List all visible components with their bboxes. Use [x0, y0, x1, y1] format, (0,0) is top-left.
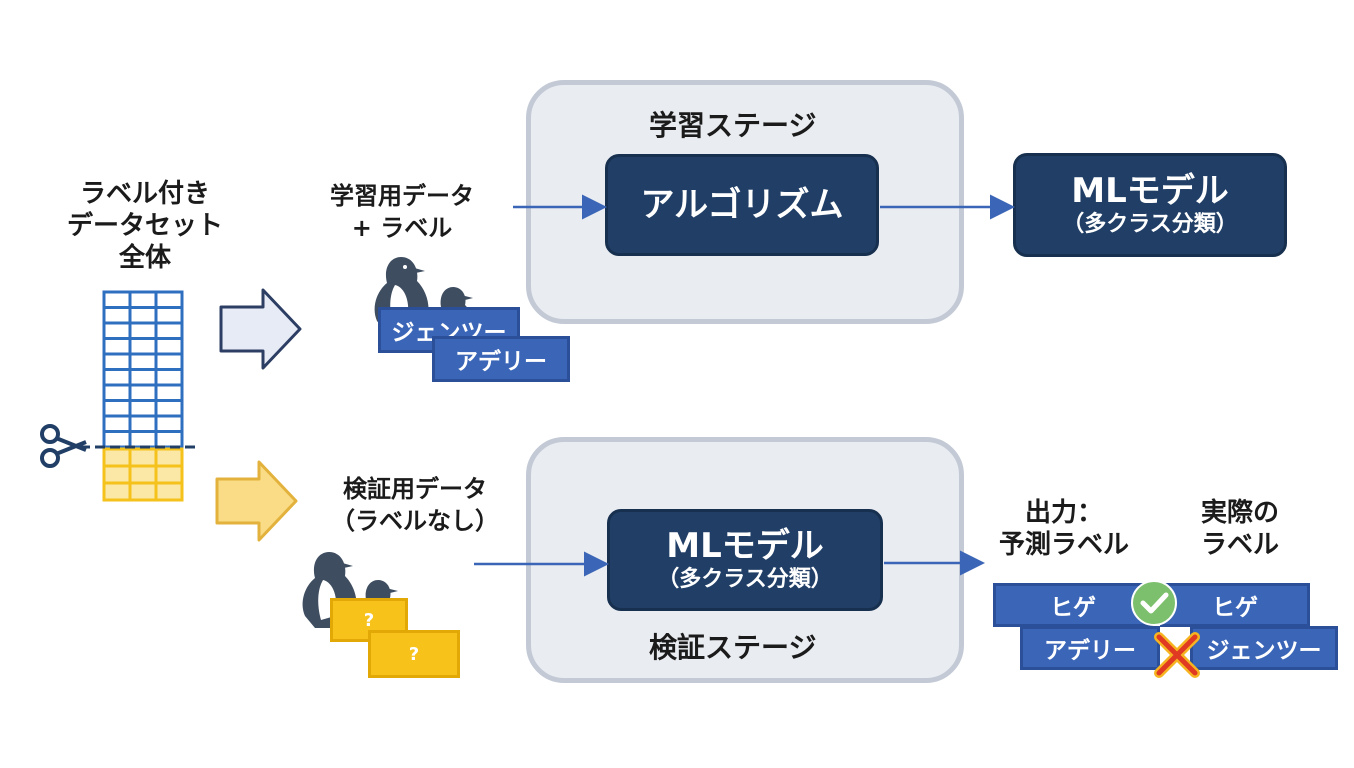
- train-data-label: 学習用データ + ラベル: [312, 180, 492, 244]
- validation-model-sub: （多クラス分類）: [657, 567, 833, 592]
- algorithm-box: アルゴリズム: [605, 154, 879, 256]
- algorithm-label: アルゴリズム: [640, 185, 844, 225]
- train-data-line2: + ラベル: [351, 214, 453, 242]
- trained-model-box: MLモデル （多クラス分類）: [1013, 153, 1287, 257]
- actual-row1: ヒゲ: [1160, 583, 1310, 627]
- validation-data-line2: （ラベルなし）: [331, 507, 499, 535]
- train-stage-title: 学習ステージ: [649, 109, 817, 142]
- dataset-title-line1: ラベル付き: [79, 179, 210, 209]
- validation-split-arrow-icon: [215, 460, 298, 542]
- prediction-row1: ヒゲ: [993, 583, 1153, 627]
- validation-model-name: MLモデル: [666, 526, 824, 566]
- dataset-title-line2: データセット: [66, 211, 223, 241]
- trained-model-name: MLモデル: [1071, 171, 1229, 211]
- dataset-title-line3: 全体: [118, 243, 171, 273]
- actual-heading-line1: 実際の: [1200, 498, 1279, 528]
- grid-cell: [154, 481, 184, 502]
- validation-model-box: MLモデル （多クラス分類）: [607, 509, 883, 611]
- validation-unknown-label-2: ?: [368, 630, 460, 678]
- training-grid: [102, 290, 184, 449]
- validation-data-line1: 検証用データ: [343, 475, 487, 503]
- train-label-adelie: アデリー: [432, 336, 570, 382]
- actual-heading: 実際の ラベル: [1175, 497, 1305, 561]
- actual-heading-line2: ラベル: [1200, 530, 1279, 560]
- grid-cell: [154, 430, 184, 449]
- scissors-icon: [40, 424, 87, 468]
- train-data-line1: 学習用データ: [330, 182, 474, 210]
- prediction-heading: 出力： 予測ラベル: [996, 497, 1132, 561]
- train-split-arrow-icon: [219, 288, 302, 370]
- cross-icon: [1154, 632, 1200, 678]
- prediction-heading-line2: 予測ラベル: [998, 530, 1129, 560]
- check-icon: [1131, 580, 1177, 626]
- trained-model-sub: （多クラス分類）: [1062, 212, 1238, 237]
- validation-data-label: 検証用データ （ラベルなし）: [320, 473, 510, 537]
- validation-stage-title: 検証ステージ: [649, 631, 817, 664]
- prediction-heading-line1: 出力：: [1024, 498, 1103, 528]
- prediction-row2: アデリー: [1020, 626, 1160, 670]
- dataset-title: ラベル付き データセット 全体: [60, 178, 230, 274]
- validation-grid: [102, 447, 184, 502]
- actual-row2: ジェンツー: [1190, 626, 1338, 670]
